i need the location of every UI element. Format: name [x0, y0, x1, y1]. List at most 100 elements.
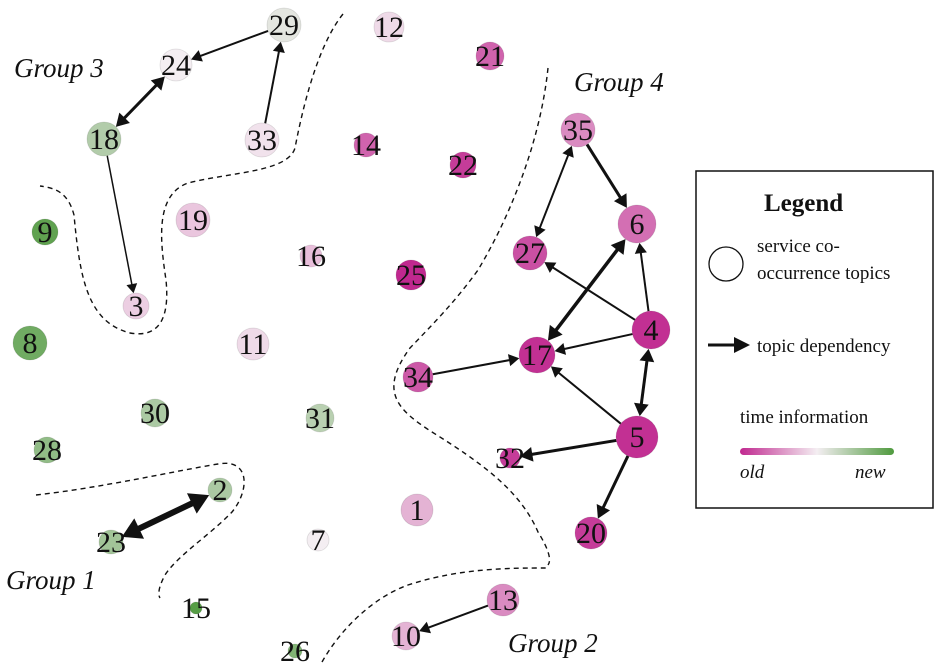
topic-node-label: 13: [488, 584, 518, 617]
arrowhead-icon: [562, 145, 574, 158]
dependency-edge-4-27: [544, 262, 636, 321]
dependency-edge-23-2: [121, 493, 210, 539]
topic-node-26: 26: [280, 635, 310, 668]
topic-node-circle: [244, 122, 280, 158]
topic-node-19: 19: [175, 202, 211, 238]
arrowhead-icon: [596, 504, 611, 519]
topic-node-circle: [305, 403, 335, 433]
topic-node-circle: [287, 643, 303, 659]
topic-node-label: 28: [32, 434, 62, 467]
topic-node-label: 16: [296, 240, 326, 273]
topic-node-circle: [33, 436, 61, 464]
topic-node-circle: [395, 259, 427, 291]
topic-node-label: 29: [269, 9, 299, 42]
topic-node-circle: [353, 132, 379, 158]
dependency-edge-5-17: [550, 366, 622, 425]
group-1-boundary: [35, 462, 245, 599]
arrowhead-icon: [634, 242, 647, 254]
topic-node-circle: [306, 528, 330, 552]
dependency-edge-6-17: [547, 239, 626, 341]
arrowhead-icon: [639, 348, 655, 363]
topic-node-20: 20: [574, 516, 608, 550]
topic-node-circle: [140, 398, 170, 428]
edge-line: [557, 371, 622, 425]
topic-node-34: 34: [402, 361, 434, 394]
legend: Legend service co- occurrence topics top…: [695, 170, 934, 509]
edge-line: [122, 83, 159, 120]
topic-node-label: 24: [161, 49, 191, 82]
edge-line: [563, 333, 633, 351]
group-1-label: Group 1: [6, 565, 96, 595]
topic-node-circle: [122, 292, 150, 320]
arrowhead-icon: [272, 41, 285, 54]
group-4-label: Group 4: [574, 67, 664, 97]
edge-line: [432, 358, 511, 376]
arrowhead-icon: [544, 262, 557, 273]
topic-node-circle: [574, 516, 608, 550]
legend-node-line2: occurrence topics: [757, 263, 890, 284]
legend-time-label: time information: [740, 407, 869, 428]
topic-node-1: 1: [400, 493, 434, 527]
topic-node-14: 14: [351, 129, 381, 162]
topic-node-label: 12: [374, 11, 404, 44]
arrowhead-icon: [126, 283, 138, 294]
dependency-edge-13-10: [419, 604, 489, 634]
edge-line: [427, 604, 489, 629]
topic-node-label: 34: [403, 361, 433, 394]
edge-line: [585, 143, 623, 200]
topic-node-label: 8: [23, 327, 38, 360]
topic-node-label: 17: [522, 339, 552, 372]
edge-line: [199, 29, 269, 58]
topic-node-29: 29: [266, 7, 302, 43]
topic-node-6: 6: [617, 204, 657, 244]
topic-node-label: 2: [213, 474, 228, 507]
topic-node-32: 32: [495, 442, 525, 475]
topic-node-circle: [12, 325, 48, 361]
edge-line: [639, 251, 650, 312]
topic-node-circle: [518, 336, 556, 374]
topic-node-16: 16: [296, 240, 326, 273]
topic-node-circle: [475, 41, 505, 71]
dependency-edge-24-18: [115, 76, 165, 127]
arrowhead-icon: [507, 354, 520, 367]
topic-node-label: 19: [178, 204, 208, 237]
topic-node-30: 30: [140, 397, 170, 430]
group-3-label: Group 3: [14, 53, 104, 83]
topic-node-4: 4: [631, 310, 671, 350]
topic-node-label: 22: [448, 149, 478, 182]
topic-node-25: 25: [395, 259, 427, 292]
topic-node-label: 1: [410, 494, 425, 527]
topic-node-circle: [266, 7, 302, 43]
topic-node-label: 21: [475, 40, 505, 73]
topic-node-15: 15: [181, 592, 211, 625]
topic-node-label: 23: [96, 526, 126, 559]
topic-node-label: 11: [239, 328, 268, 361]
topic-node-label: 9: [38, 216, 53, 249]
group-4-boundary: [393, 67, 551, 566]
topic-node-24: 24: [159, 48, 193, 82]
topic-node-label: 3: [129, 290, 144, 323]
dependency-edge-5-32: [519, 438, 617, 462]
topic-node-label: 25: [396, 259, 426, 292]
topic-node-label: 27: [515, 237, 545, 270]
topic-node-11: 11: [236, 327, 270, 361]
arrowhead-icon: [547, 324, 563, 341]
topic-node-circle: [512, 235, 548, 271]
group-2-label: Group 2: [508, 628, 598, 658]
topic-node-label: 6: [630, 208, 645, 241]
edge-line: [554, 247, 620, 332]
legend-title: Legend: [764, 190, 843, 217]
topic-node-circle: [486, 583, 520, 617]
dependency-edge-35-27: [534, 145, 574, 238]
topic-node-13: 13: [486, 583, 520, 617]
legend-node-line1: service co-: [757, 236, 840, 257]
arrowhead-icon: [634, 402, 649, 417]
topic-node-23: 23: [96, 526, 126, 559]
topic-node-8: 8: [12, 325, 48, 361]
arrowhead-icon: [610, 239, 626, 255]
topic-node-label: 30: [140, 397, 170, 430]
topic-node-circle: [391, 621, 421, 651]
topic-node-18: 18: [86, 121, 122, 157]
arrowhead-icon: [550, 366, 563, 378]
